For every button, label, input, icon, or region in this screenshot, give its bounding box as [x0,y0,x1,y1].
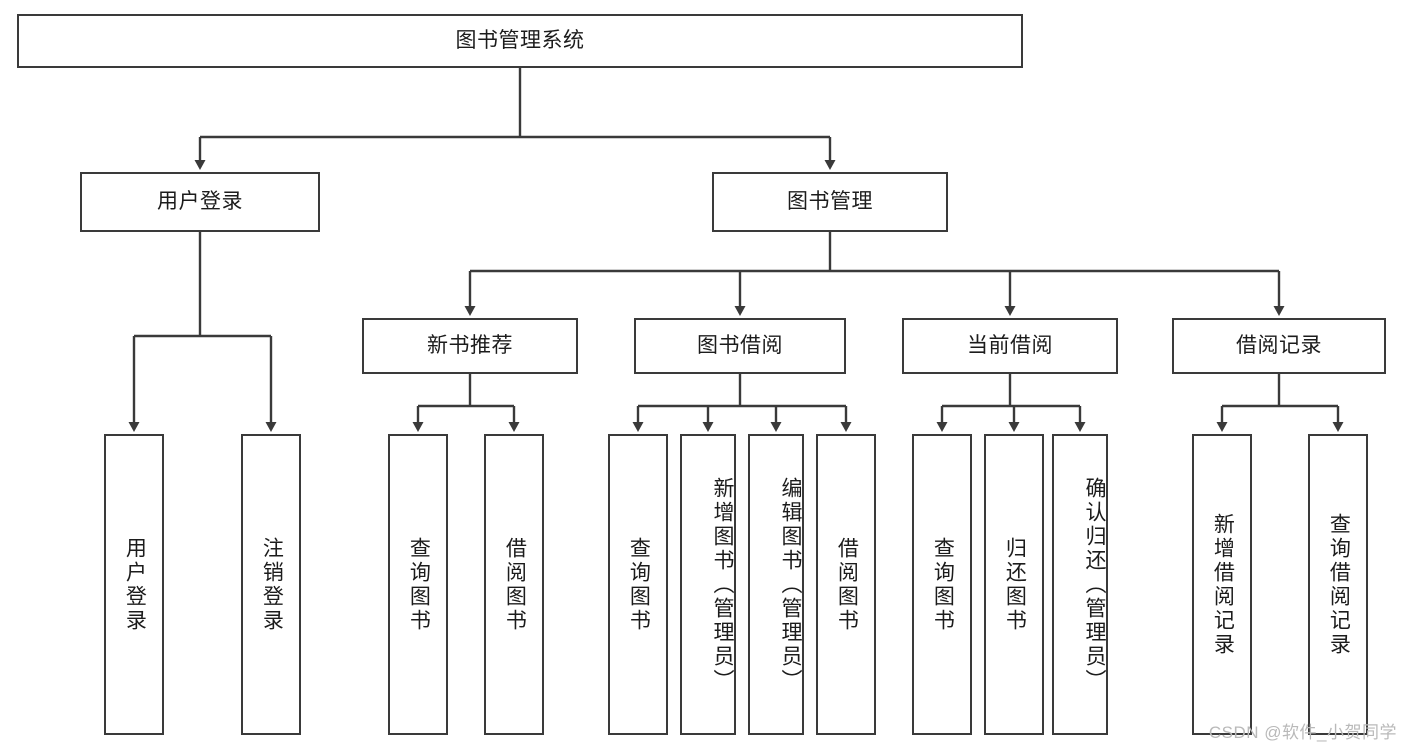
node-label: 编辑图书（管理员） [779,476,802,693]
node-current[interactable]: 当前借阅 [902,318,1118,374]
node-label: 查询图书 [627,536,651,633]
node-label: 当前借阅 [967,333,1053,357]
node-label: 查询借阅记录 [1327,512,1351,657]
node-label: 用户登录 [123,536,147,633]
node-leaf-rec-1[interactable]: 新增借阅记录 [1192,434,1252,735]
node-borrow[interactable]: 图书借阅 [634,318,846,374]
node-label: 新增借阅记录 [1211,512,1235,657]
node-label: 图书借阅 [697,333,783,357]
node-leaf-cur-2[interactable]: 归还图书 [984,434,1044,735]
node-label: 归还图书 [1003,536,1027,633]
node-record[interactable]: 借阅记录 [1172,318,1386,374]
watermark: CSDN @软件_小贺同学 [1208,723,1397,742]
node-leaf-borrow-4[interactable]: 借阅图书 [816,434,876,735]
node-root[interactable]: 图书管理系统 [17,14,1023,68]
node-leaf-borrow-3[interactable]: 编辑图书（管理员） [748,434,804,735]
node-bookmgmt[interactable]: 图书管理 [712,172,948,232]
node-newbook[interactable]: 新书推荐 [362,318,578,374]
node-label: 查询图书 [407,536,431,633]
node-leaf-login-1[interactable]: 用户登录 [104,434,164,735]
node-label: 用户登录 [157,189,243,213]
node-label: 图书管理系统 [455,28,585,52]
node-leaf-new-2[interactable]: 借阅图书 [484,434,544,735]
node-leaf-new-1[interactable]: 查询图书 [388,434,448,735]
node-leaf-cur-1[interactable]: 查询图书 [912,434,972,735]
node-leaf-borrow-2[interactable]: 新增图书（管理员） [680,434,736,735]
node-leaf-login-2[interactable]: 注销登录 [241,434,301,735]
node-label: 确认归还（管理员） [1083,476,1106,693]
node-label: 图书管理 [787,189,873,213]
node-label: 查询图书 [931,536,955,633]
node-leaf-borrow-1[interactable]: 查询图书 [608,434,668,735]
node-label: 新增图书（管理员） [711,476,734,693]
node-label: 借阅图书 [503,536,527,633]
node-label: 注销登录 [260,536,284,633]
node-label: 借阅图书 [835,536,859,633]
node-label: 新书推荐 [427,333,513,357]
node-leaf-rec-2[interactable]: 查询借阅记录 [1308,434,1368,735]
node-leaf-cur-3[interactable]: 确认归还（管理员） [1052,434,1108,735]
node-login[interactable]: 用户登录 [80,172,320,232]
node-label: 借阅记录 [1236,333,1322,357]
